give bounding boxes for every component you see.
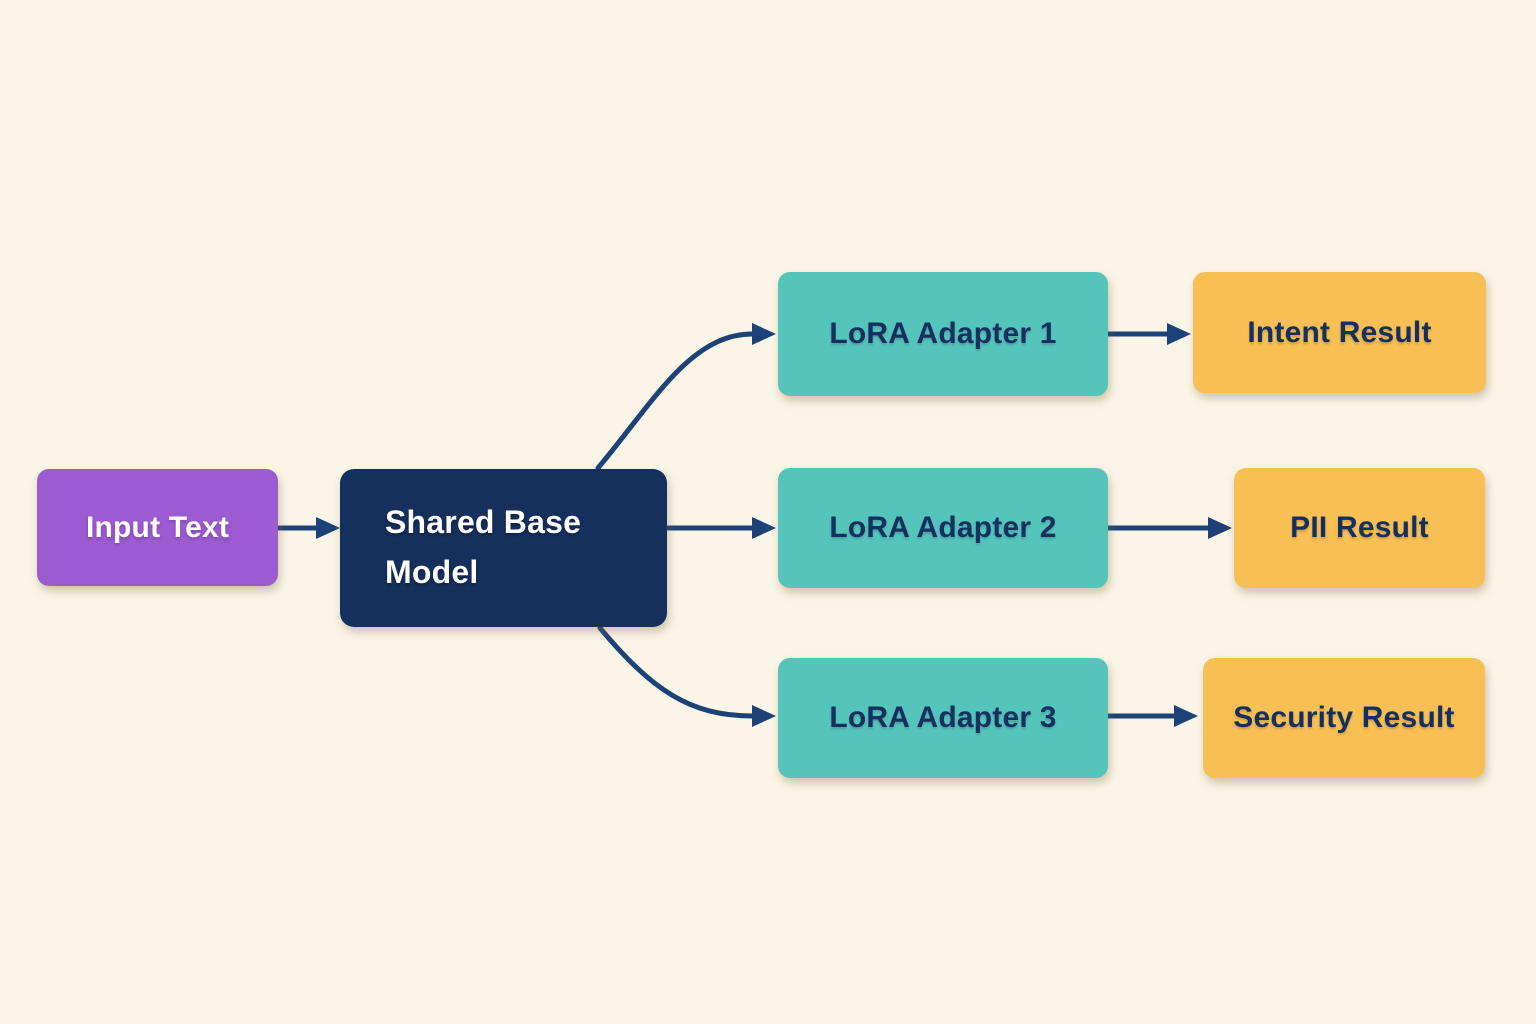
- node-intent-result: Intent Result: [1193, 272, 1486, 393]
- node-lora-adapter-1: LoRA Adapter 1: [778, 272, 1108, 396]
- node-input-text: Input Text: [37, 469, 278, 586]
- node-lora-adapter-1-label: LoRA Adapter 1: [829, 317, 1057, 350]
- node-lora-adapter-3-label: LoRA Adapter 3: [829, 701, 1057, 734]
- arrowhead-icon: [1167, 323, 1191, 345]
- node-input-text-label: Input Text: [85, 510, 230, 544]
- arrowhead-icon: [752, 323, 776, 345]
- node-lora-adapter-2-label: LoRA Adapter 2: [829, 511, 1057, 544]
- edge-adapter1-to-result1: [1105, 323, 1191, 345]
- edge-adapter3-to-result3: [1105, 705, 1198, 727]
- edge-base-to-adapter3: [597, 625, 776, 727]
- node-shared-base-model-label: Shared Base Model: [385, 504, 582, 590]
- edge-base-to-adapter1: [595, 323, 776, 471]
- node-shared-base-model: Shared Base Model: [340, 469, 667, 627]
- node-lora-adapter-2: LoRA Adapter 2: [778, 468, 1108, 588]
- node-pii-result-label: PII Result: [1290, 511, 1429, 544]
- arrowhead-icon: [752, 705, 776, 727]
- node-security-result: Security Result: [1203, 658, 1485, 778]
- node-intent-result-label: Intent Result: [1247, 315, 1432, 349]
- edge-input-to-base: [275, 517, 340, 539]
- arrowhead-icon: [1208, 517, 1232, 539]
- arrowhead-icon: [752, 517, 776, 539]
- arrowhead-icon: [316, 517, 340, 539]
- node-lora-adapter-3: LoRA Adapter 3: [778, 658, 1108, 778]
- arrowhead-icon: [1174, 705, 1198, 727]
- edge-base-to-adapter2: [665, 517, 776, 539]
- edge-adapter2-to-result2: [1105, 517, 1232, 539]
- node-security-result-label: Security Result: [1233, 701, 1455, 734]
- node-pii-result: PII Result: [1234, 468, 1485, 588]
